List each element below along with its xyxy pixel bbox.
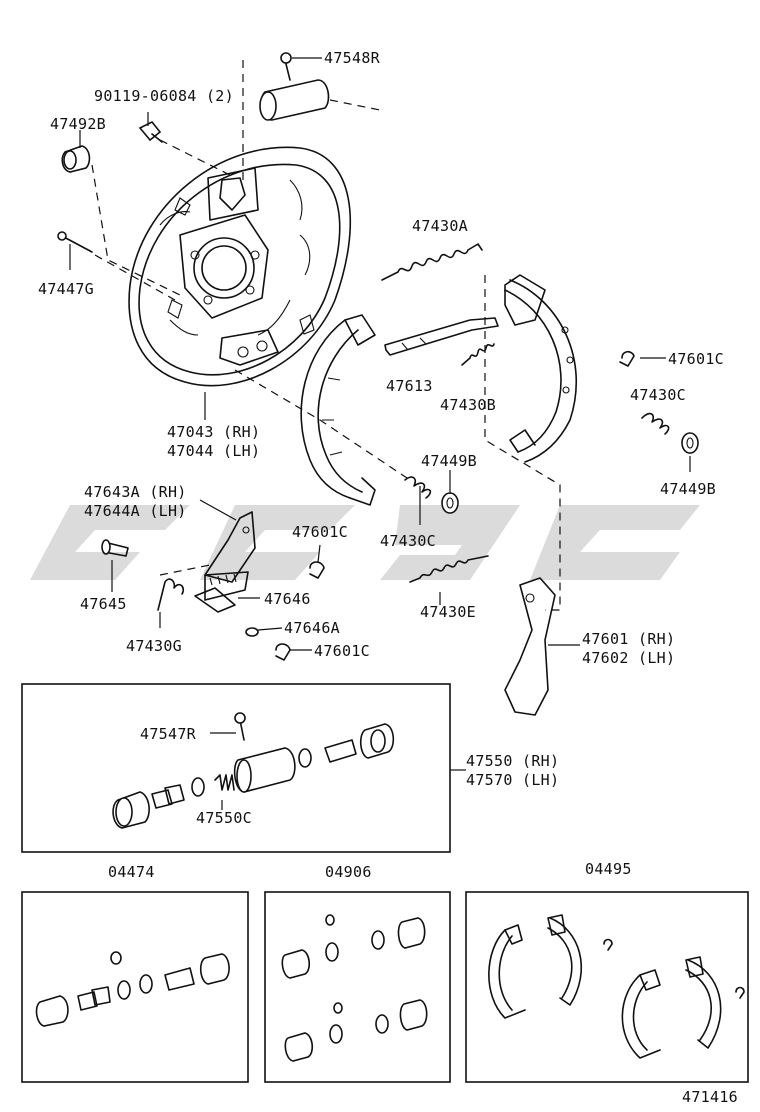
label-47601C-c: 47601C <box>314 642 370 660</box>
label-47044: 47044 (LH) <box>167 442 260 460</box>
label-47601C-a: 47601C <box>668 350 724 368</box>
label-90119-06084: 90119-06084 (2) <box>94 87 234 105</box>
label-47547R: 47547R <box>140 725 197 743</box>
washer-47449B-a <box>681 432 699 454</box>
label-47601C-b: 47601C <box>292 523 348 541</box>
kit-box-04495 <box>465 891 749 1083</box>
label-47449B-a: 47449B <box>421 452 477 470</box>
label-47645: 47645 <box>80 595 127 613</box>
kit-04906-parts <box>281 914 428 1062</box>
label-47602: 47602 (LH) <box>582 649 675 667</box>
label-47449B-b: 47449B <box>660 480 716 498</box>
label-47646A: 47646A <box>284 619 340 637</box>
label-47601: 47601 (RH) <box>582 630 675 648</box>
label-47550C: 47550C <box>196 809 252 827</box>
kit-box-04474 <box>21 891 249 1083</box>
backing-plate <box>128 146 351 387</box>
label-47430C-a: 47430C <box>630 386 686 404</box>
label-47644A: 47644A (LH) <box>84 502 187 520</box>
wheel-cylinder-assembly-box <box>21 683 451 853</box>
spring-47430B <box>461 343 495 366</box>
bushing-47492B <box>61 145 91 173</box>
label-47548R: 47548R <box>324 49 381 67</box>
kit-04495-parts <box>488 914 745 1059</box>
spring-47430C-b <box>404 476 432 499</box>
label-47492B: 47492B <box>50 115 106 133</box>
strut-47613 <box>384 317 499 356</box>
label-47570-lh: 47570 (LH) <box>466 771 559 789</box>
clip-47601C-b <box>309 561 325 579</box>
label-kit-04906: 04906 <box>325 863 372 881</box>
label-47613: 47613 <box>386 377 433 395</box>
spring-47430E <box>409 555 489 583</box>
brake-shoe-front <box>300 314 376 506</box>
wheel-cylinder-exploded <box>112 712 395 829</box>
pin-47645 <box>101 539 129 557</box>
spring-47430G <box>157 578 185 611</box>
label-47646: 47646 <box>264 590 311 608</box>
label-47643A: 47643A (RH) <box>84 483 187 501</box>
clip-47601C-c <box>275 643 291 661</box>
bolt-90119 <box>138 120 163 143</box>
kit-04474-parts <box>35 951 230 1027</box>
spring-47430C-a <box>641 412 670 435</box>
washer-47646A <box>245 627 259 637</box>
figure-number: 471416 <box>682 1088 738 1106</box>
dashed-guides <box>91 60 561 611</box>
label-47430A: 47430A <box>412 217 468 235</box>
label-47447G: 47447G <box>38 280 94 298</box>
part-labels: 47548R 90119-06084 (2) 47492B 47447G 474… <box>38 49 738 1106</box>
leader-lines <box>69 57 691 810</box>
label-47430G: 47430G <box>126 637 182 655</box>
clip-47601C-a <box>619 350 635 367</box>
kit-box-04906 <box>264 891 451 1083</box>
label-47430E: 47430E <box>420 603 476 621</box>
pin-47447G <box>57 231 93 253</box>
watermark <box>30 505 700 580</box>
lever-47646 <box>194 587 236 613</box>
spring-47430A <box>381 243 483 281</box>
label-kit-04495: 04495 <box>585 860 632 878</box>
label-47430C-b: 47430C <box>380 532 436 550</box>
label-47043: 47043 (RH) <box>167 423 260 441</box>
label-47550-rh: 47550 (RH) <box>466 752 559 770</box>
label-kit-04474: 04474 <box>108 863 155 881</box>
brake-shoe-rear <box>504 274 578 463</box>
washer-47449B-b <box>441 492 459 514</box>
wheel-cylinder-top <box>259 52 330 121</box>
parking-lever-47601 <box>504 577 556 716</box>
label-47430B: 47430B <box>440 396 496 414</box>
